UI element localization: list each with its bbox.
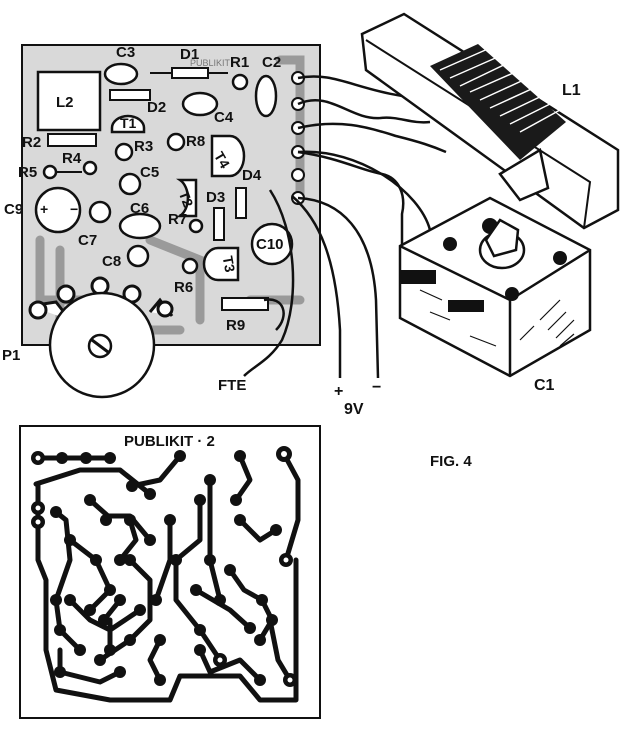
t3-transistor <box>202 246 240 282</box>
label-r7: R7 <box>168 211 187 228</box>
svg-text:+: + <box>40 201 48 217</box>
label-r8: R8 <box>186 133 205 150</box>
r6-resistor <box>181 257 199 275</box>
t4-transistor <box>210 134 246 178</box>
r7-resistor <box>188 218 204 234</box>
label-l1: L1 <box>562 82 581 99</box>
c8-capacitor <box>126 244 150 268</box>
label-r4: R4 <box>62 150 82 167</box>
d2-diode <box>109 89 151 101</box>
label-c10: C10 <box>256 236 284 253</box>
r4-resistor <box>82 160 98 176</box>
r1-resistor <box>231 73 249 91</box>
label-d1: D1 <box>180 46 199 63</box>
d3-diode <box>213 207 225 241</box>
label-c2: C2 <box>262 54 281 71</box>
label-l2: L2 <box>56 94 74 111</box>
label-t3: T3 <box>220 255 239 274</box>
pcb-title: PUBLIKIT · 2 <box>124 433 215 450</box>
component-board: PUBLIKIT L2 C3 D1 R1 C2 D2 <box>2 44 321 399</box>
p1-potentiometer: P1 <box>2 276 174 399</box>
l1-antenna: L1 <box>360 12 620 230</box>
label-c7: C7 <box>78 232 97 249</box>
c2-capacitor <box>254 74 278 118</box>
label-r9: R9 <box>226 317 245 334</box>
label-c6: C6 <box>130 200 149 217</box>
label-d2: D2 <box>147 99 166 116</box>
label-t2: T2 <box>176 188 197 209</box>
label-c3: C3 <box>116 44 135 61</box>
c3-capacitor <box>103 62 139 86</box>
label-c5: C5 <box>140 164 159 181</box>
c6-capacitor <box>118 212 162 240</box>
label-p1: P1 <box>2 347 20 364</box>
label-r5: R5 <box>18 164 37 181</box>
l2-coil: L2 <box>36 70 102 132</box>
label-d3: D3 <box>206 189 225 206</box>
pcb-copper-side: PUBLIKIT · 2 <box>19 425 321 719</box>
r9-resistor <box>221 297 269 311</box>
label-t4: T4 <box>211 149 233 171</box>
r3-resistor <box>114 142 134 162</box>
l1-winding <box>430 44 566 160</box>
label-minus: − <box>372 379 381 396</box>
t1-transistor <box>110 114 146 134</box>
figure-caption: FIG. 4 <box>430 453 472 470</box>
r2-resistor <box>47 133 97 147</box>
c1-tuning-capacitor: C1 <box>398 196 592 394</box>
label-r6: R6 <box>174 279 193 296</box>
label-c4: C4 <box>214 109 234 126</box>
r5-resistor <box>42 164 58 180</box>
board-silk-text: PUBLIKIT <box>190 58 231 68</box>
copper-pads <box>31 446 297 687</box>
c7-capacitor <box>88 200 112 224</box>
label-d4: D4 <box>242 167 262 184</box>
t2-transistor <box>176 178 198 218</box>
label-r2: R2 <box>22 134 41 151</box>
c9-capacitor <box>34 186 82 234</box>
label-c8: C8 <box>102 253 121 270</box>
d1-diode <box>171 67 209 79</box>
label-fte: FTE <box>218 377 246 394</box>
c5-capacitor <box>118 172 142 196</box>
label-r1: R1 <box>230 54 249 71</box>
label-t1: T1 <box>120 115 137 131</box>
wires <box>243 75 447 379</box>
svg-text:−: − <box>70 201 78 217</box>
c4-capacitor <box>181 91 219 117</box>
label-plus: + <box>334 383 343 400</box>
label-r3: R3 <box>134 138 153 155</box>
label-c9: C9 <box>4 201 23 218</box>
label-c1: C1 <box>534 377 555 394</box>
r8-resistor <box>166 132 186 152</box>
d4-diode <box>235 187 247 219</box>
label-9v: 9V <box>344 401 364 418</box>
c10-capacitor <box>250 222 294 266</box>
